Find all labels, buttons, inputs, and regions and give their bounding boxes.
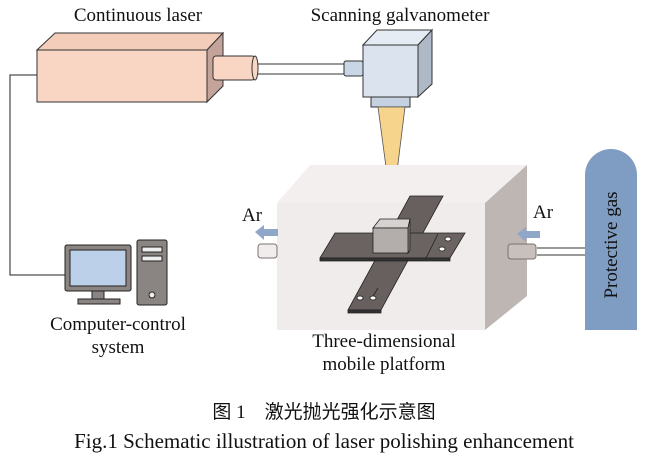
ar-left-label: Ar [242,205,263,226]
gas-label: Protective gas [601,191,622,298]
protective-gas-cylinder [585,149,637,330]
laser-beam [377,106,406,213]
galvo-label: Scanning galvanometer [311,5,491,26]
caption-en: Fig.1 Schematic illustration of laser po… [74,429,574,453]
mobile-platform [319,195,466,314]
platform-label-1: Three-dimensional [312,331,456,352]
beam-pipe [258,63,345,75]
computer [64,239,168,306]
control-wire [9,74,65,276]
platform-label-2: mobile platform [323,354,446,375]
scanning-galvanometer [343,28,434,108]
ar-outlet [255,225,278,259]
ar-inlet [507,227,585,260]
caption-cn: 图 1 激光抛光强化示意图 [212,401,435,423]
continuous-laser [35,31,259,104]
computer-label-1: Computer-control [50,314,186,335]
ar-right-label: Ar [533,202,554,223]
laser-label: Continuous laser [74,5,203,26]
computer-label-2: system [92,337,145,358]
